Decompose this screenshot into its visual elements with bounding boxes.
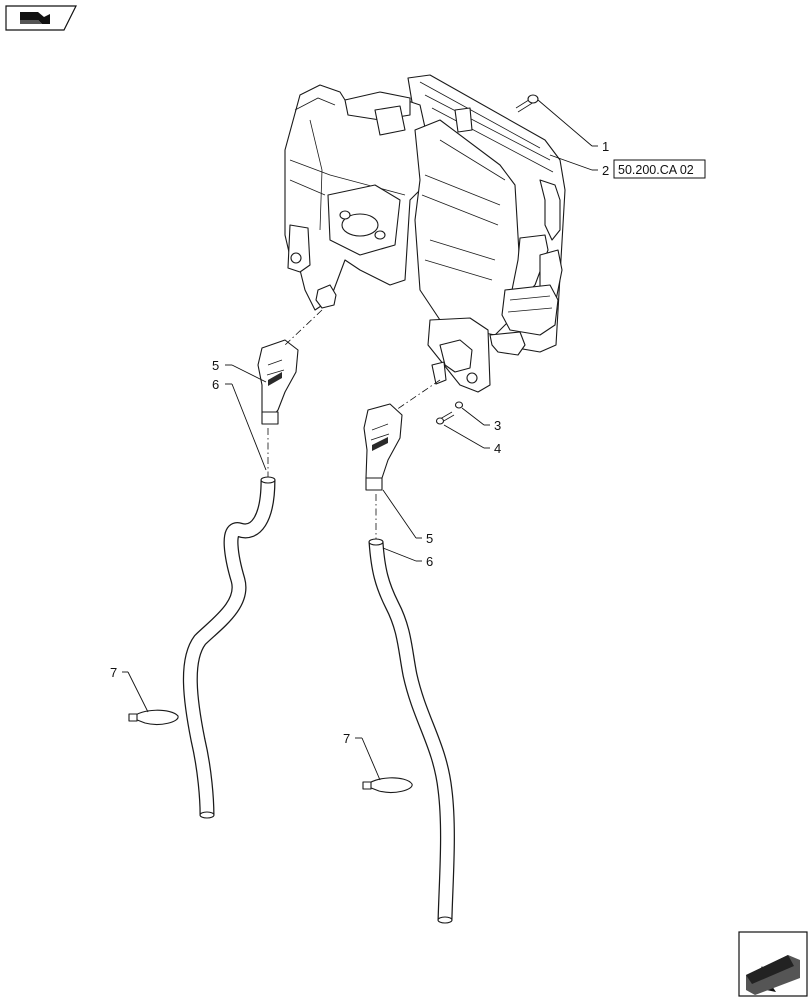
callout-4: 4 [494,441,501,456]
book-arrow-icon[interactable] [5,5,77,31]
alignment-line-right-upper [395,379,441,411]
screw-item-4 [435,411,455,425]
callout-6-left: 6 [212,377,219,392]
reference-code-box[interactable]: 50.200.CA 02 [613,159,706,179]
callout-1: 1 [602,139,609,154]
leader-lines [122,99,598,781]
callout-6-right: 6 [426,554,433,569]
cable-tie-left [128,709,179,725]
navigation-arrow-icon[interactable] [738,931,808,997]
drain-valve-right [363,403,403,491]
callout-2: 2 [602,163,609,178]
callout-5-left: 5 [212,358,219,373]
drain-hose-left [182,476,276,819]
alignment-line-left-upper [284,309,323,346]
callout-7-right: 7 [343,731,350,746]
callout-7-left: 7 [110,665,117,680]
cable-tie-right [362,777,413,793]
callout-5-right: 5 [426,531,433,546]
reference-code-label: 50.200.CA 02 [618,163,694,177]
drain-hose-right [368,538,455,924]
heater-unit-assembly [284,74,566,393]
screw-item-1 [515,94,539,113]
drain-valve-left [257,339,299,425]
callout-3: 3 [494,418,501,433]
washer-item-3 [454,401,464,409]
